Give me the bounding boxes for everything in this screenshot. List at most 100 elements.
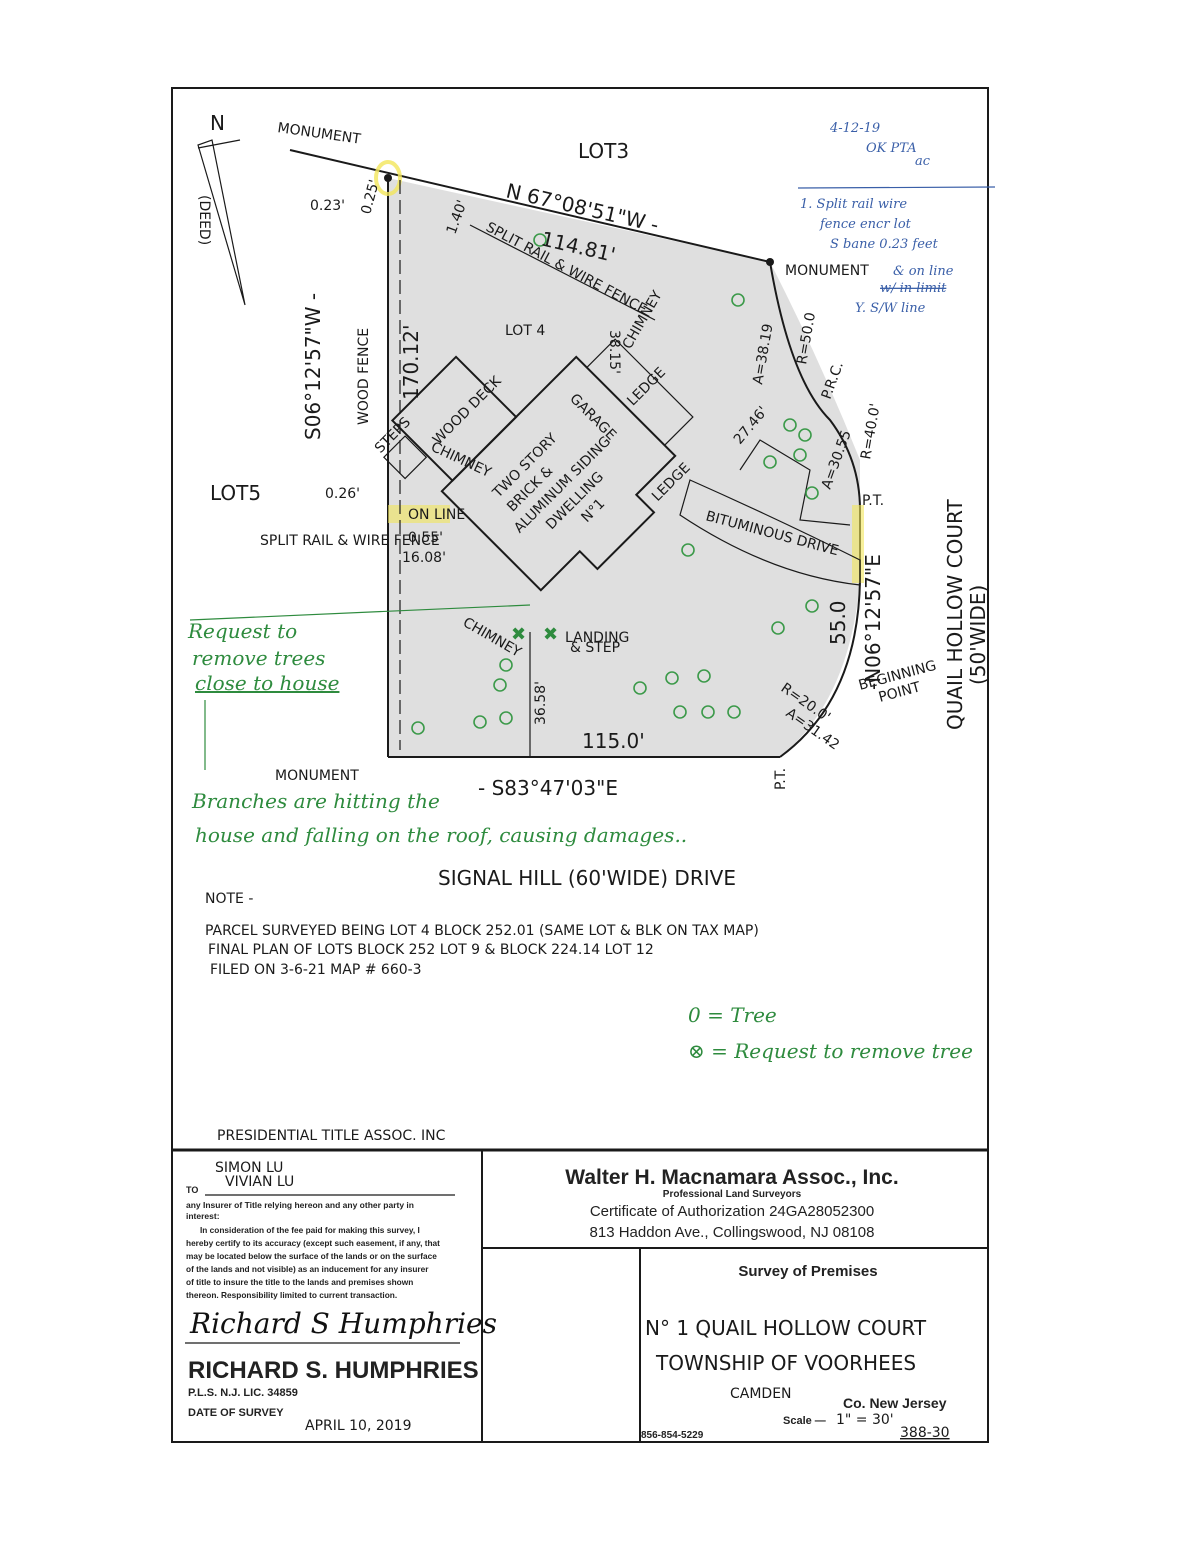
south-distance: 115.0' xyxy=(582,729,645,753)
wood-fence-label: WOOD FENCE xyxy=(356,328,372,425)
tree-icon xyxy=(783,418,797,432)
lot4-label: LOT 4 xyxy=(505,323,545,339)
split-rail-fence xyxy=(469,224,656,321)
tree-icon xyxy=(665,671,679,685)
tree-icon xyxy=(499,711,513,725)
tree-icon xyxy=(499,658,513,672)
tree-icon xyxy=(727,705,741,719)
firm-subtitle: Professional Land Surveyors xyxy=(663,1189,802,1200)
review-initials: OK PTA xyxy=(866,141,917,156)
surveyor-name: RICHARD S. HUMPHRIES xyxy=(188,1357,479,1384)
review-date: 4-12-19 xyxy=(829,121,880,136)
dim-38-15: 38.15' xyxy=(606,330,622,374)
wood-deck xyxy=(390,355,518,483)
cert-body-2: hereby certify to its accuracy (except s… xyxy=(186,1238,440,1248)
county: CAMDEN xyxy=(730,1386,792,1402)
survey-title: Survey of Premises xyxy=(738,1263,877,1280)
premises-address: N° 1 QUAIL HOLLOW COURT xyxy=(645,1316,927,1340)
sheet-border xyxy=(171,87,989,1443)
legend-tree: 0 = Tree xyxy=(688,1003,777,1027)
west-distance: 170.12' xyxy=(399,325,423,400)
tree-icon xyxy=(533,233,547,247)
steps xyxy=(383,435,428,480)
remove-tree-icon: ✖ xyxy=(511,624,526,644)
tree-icon xyxy=(701,705,715,719)
signal-hill-drive-label: SIGNAL HILL (60'WIDE) DRIVE xyxy=(438,866,736,890)
dim-36-58: 36.58' xyxy=(533,681,549,725)
tree-icon xyxy=(798,428,812,442)
monument-nw-label: MONUMENT xyxy=(276,120,362,148)
note-line-2: FINAL PLAN OF LOTS BLOCK 252 LOT 9 & BLO… xyxy=(208,942,654,958)
surveyor-license: P.L.S. N.J. LIC. 34859 xyxy=(188,1387,298,1399)
pt-label-1: P.T. xyxy=(862,493,884,509)
monument-sw-label: MONUMENT xyxy=(275,768,359,784)
bituminous-drive xyxy=(679,479,861,586)
tree-icon xyxy=(793,448,807,462)
firm-certificate: Certificate of Authorization 24GA2805230… xyxy=(590,1203,874,1220)
state: Co. New Jersey xyxy=(843,1395,947,1411)
note-line-1: PARCEL SURVEYED BEING LOT 4 BLOCK 252.01… xyxy=(205,923,759,939)
tree-icon xyxy=(805,486,819,500)
tree-icon xyxy=(771,621,785,635)
curve2-radius: R=40.0' xyxy=(858,402,884,460)
request-note-2: remove trees xyxy=(192,646,325,670)
offset-16-08: 16.08' xyxy=(402,550,446,566)
tree-icon xyxy=(805,599,819,613)
landing-label-1: LANDING xyxy=(565,630,629,646)
tree-icon xyxy=(697,669,711,683)
cert-line-1: any Insurer of Title relying hereon and … xyxy=(186,1200,414,1210)
review-annotations: 4-12-19 OK PTA ac 1. Split rail wire fen… xyxy=(797,121,996,316)
remove-tree-icon: ✖ xyxy=(543,624,558,644)
scale-value: 1" = 30' xyxy=(836,1412,894,1428)
survey-note: NOTE - PARCEL SURVEYED BEING LOT 4 BLOCK… xyxy=(205,891,759,1144)
note-label: NOTE - xyxy=(205,891,253,907)
west-bearing: S06°12'57"W - xyxy=(301,293,325,440)
title-block: SIMON LU VIVIAN LU TO any Insurer of Tit… xyxy=(172,1148,988,1442)
request-note-1: Request to xyxy=(187,619,297,643)
landing-label-2: & STEP xyxy=(570,640,620,656)
monument-note-2: w/ in limit xyxy=(880,281,947,296)
legend-remove-tree: ⊗ = Request to remove tree xyxy=(688,1039,973,1063)
offset-0-25: 0.25' xyxy=(358,178,383,216)
highlight-monument xyxy=(374,160,402,196)
monument-note-1: & on line xyxy=(893,264,954,279)
title-company: PRESIDENTIAL TITLE ASSOC. INC xyxy=(217,1128,446,1144)
east-bearing: -N06°12'57"E xyxy=(861,554,885,690)
monument-ne-label: MONUMENT xyxy=(785,263,869,279)
split-rail-west-label: SPLIT RAIL & WIRE FENCE xyxy=(260,533,440,549)
firm-address: 813 Haddon Ave., Collingswood, NJ 08108 xyxy=(590,1224,875,1241)
tree-markers: ✖✖ xyxy=(411,233,819,735)
quail-hollow-court-label: QUAIL HOLLOW COURT xyxy=(943,499,967,730)
cert-body-5: of title to insure the title to the land… xyxy=(186,1277,413,1287)
blue-note-3: S bane 0.23 feet xyxy=(830,237,939,252)
tree-icon xyxy=(633,681,647,695)
east-distance: 55.0 xyxy=(826,600,850,645)
recipient-2: VIVIAN LU xyxy=(225,1174,294,1190)
tree-icon xyxy=(763,455,777,469)
surveyor-signature: Richard S Humphries xyxy=(189,1307,497,1340)
request-note-3: close to house xyxy=(195,671,339,695)
quail-hollow-width-label: (50'WIDE) xyxy=(966,585,990,685)
blue-note-2: fence encr lot xyxy=(819,217,912,232)
south-bearing: - S83°47'03"E xyxy=(478,776,618,800)
north-arrow-icon: N (DEED) xyxy=(196,111,246,306)
pt-label-2: P.T. xyxy=(773,768,789,790)
township: TOWNSHIP OF VOORHEES xyxy=(655,1351,916,1375)
tree-icon xyxy=(731,293,745,307)
lot-shading xyxy=(388,178,860,757)
branches-note-1: Branches are hitting the xyxy=(191,789,440,813)
tree-icon xyxy=(493,678,507,692)
tree-icon xyxy=(473,715,487,729)
firm-phone: 856-854-5229 xyxy=(641,1430,704,1441)
cert-body-4: of the lands and not visible) as an indu… xyxy=(186,1264,429,1274)
scale-label: Scale — xyxy=(783,1415,826,1427)
north-label: N xyxy=(210,111,225,135)
drive-turnout xyxy=(739,439,851,526)
recipient-1: SIMON LU xyxy=(215,1160,283,1176)
offset-0-55: 0.55' xyxy=(408,530,443,546)
review-initials-2: ac xyxy=(915,154,931,169)
cert-body-3: may be located below the surface of the … xyxy=(186,1251,437,1261)
blue-note-1: 1. Split rail wire xyxy=(800,197,907,212)
note-line-3: FILED ON 3-6-21 MAP # 660-3 xyxy=(210,962,422,978)
